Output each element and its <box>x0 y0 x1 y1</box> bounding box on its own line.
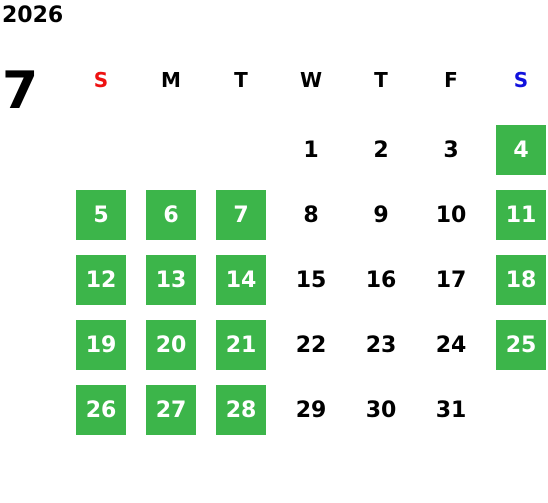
day-cell[interactable]: 17 <box>435 267 467 293</box>
day-cell[interactable]: 30 <box>365 397 397 423</box>
day-cell[interactable]: 15 <box>295 267 327 293</box>
day-cell[interactable]: 31 <box>435 397 467 423</box>
day-cell[interactable]: 8 <box>303 202 319 228</box>
day-cell[interactable]: 23 <box>365 332 397 358</box>
day-cell[interactable]: 27 <box>146 385 196 435</box>
weekday-header: T <box>234 68 248 92</box>
day-cell[interactable]: 28 <box>216 385 266 435</box>
day-cell[interactable]: 16 <box>365 267 397 293</box>
day-cell[interactable]: 14 <box>216 255 266 305</box>
weekday-header: W <box>299 68 323 92</box>
weekday-header: M <box>161 68 181 92</box>
day-cell[interactable]: 2 <box>373 137 389 163</box>
day-cell[interactable]: 3 <box>443 137 459 163</box>
day-cell[interactable]: 9 <box>373 202 389 228</box>
weekday-header: S <box>93 68 109 92</box>
day-cell[interactable]: 5 <box>76 190 126 240</box>
day-cell[interactable]: 7 <box>216 190 266 240</box>
day-cell[interactable]: 20 <box>146 320 196 370</box>
day-cell[interactable]: 22 <box>295 332 327 358</box>
day-cell[interactable]: 26 <box>76 385 126 435</box>
day-cell[interactable]: 11 <box>496 190 546 240</box>
day-cell[interactable]: 29 <box>295 397 327 423</box>
weekday-header: T <box>374 68 388 92</box>
day-cell[interactable]: 12 <box>76 255 126 305</box>
day-cell[interactable]: 10 <box>435 202 467 228</box>
day-cell[interactable]: 19 <box>76 320 126 370</box>
year-label: 2026 <box>2 3 64 28</box>
day-cell[interactable]: 24 <box>435 332 467 358</box>
day-cell[interactable]: 6 <box>146 190 196 240</box>
day-cell[interactable]: 13 <box>146 255 196 305</box>
day-cell[interactable]: 4 <box>496 125 546 175</box>
day-cell[interactable]: 1 <box>303 137 319 163</box>
day-cell[interactable]: 18 <box>496 255 546 305</box>
weekday-header: S <box>513 68 529 92</box>
month-number: 7 <box>2 61 39 121</box>
day-cell[interactable]: 21 <box>216 320 266 370</box>
weekday-header: F <box>444 68 458 92</box>
day-cell[interactable]: 25 <box>496 320 546 370</box>
